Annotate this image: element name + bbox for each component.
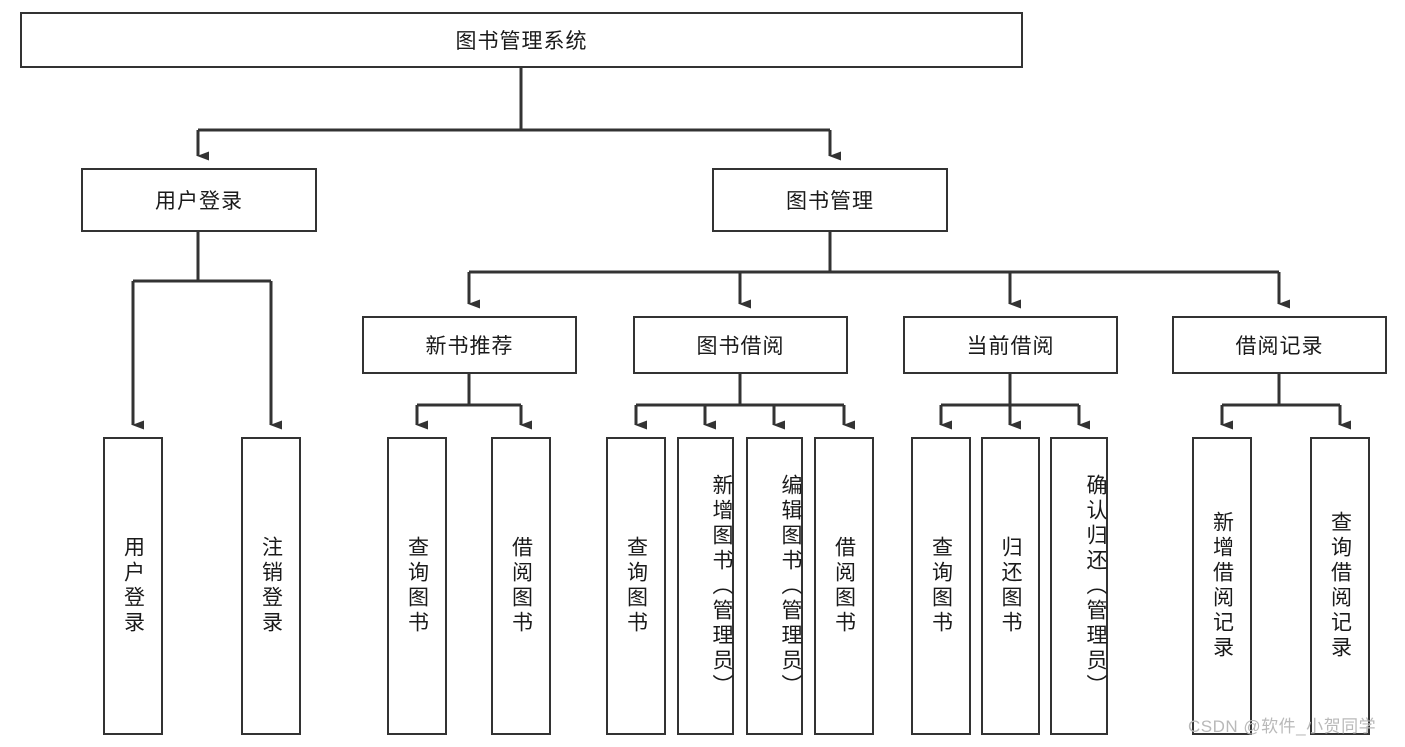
- node-book-borrow[interactable]: 图书借阅: [633, 316, 848, 374]
- leaf-record-add-record[interactable]: 新增借阅记录: [1192, 437, 1252, 735]
- leaf-new-book-query[interactable]: 查询图书: [387, 437, 447, 735]
- csdn-watermark: CSDN @软件_小贺同学: [1188, 717, 1377, 736]
- leaf-borrow-edit-book-admin[interactable]: 编辑图书（管理员）: [746, 437, 803, 735]
- leaf-borrow-borrow-book[interactable]: 借阅图书: [814, 437, 874, 735]
- leaf-current-query-book[interactable]: 查询图书: [911, 437, 971, 735]
- leaf-record-query-record[interactable]: 查询借阅记录: [1310, 437, 1370, 735]
- node-new-book-recommend[interactable]: 新书推荐: [362, 316, 577, 374]
- leaf-borrow-query-book[interactable]: 查询图书: [606, 437, 666, 735]
- leaf-current-return-book[interactable]: 归还图书: [981, 437, 1040, 735]
- leaf-current-confirm-return-admin[interactable]: 确认归还（管理员）: [1050, 437, 1108, 735]
- leaf-new-book-borrow[interactable]: 借阅图书: [491, 437, 551, 735]
- node-borrow-record[interactable]: 借阅记录: [1172, 316, 1387, 374]
- leaf-user-login-signin[interactable]: 用户登录: [103, 437, 163, 735]
- node-book-management[interactable]: 图书管理: [712, 168, 948, 232]
- node-current-borrow[interactable]: 当前借阅: [903, 316, 1118, 374]
- node-root-system[interactable]: 图书管理系统: [20, 12, 1023, 68]
- leaf-user-login-signout[interactable]: 注销登录: [241, 437, 301, 735]
- node-user-login[interactable]: 用户登录: [81, 168, 317, 232]
- leaf-borrow-add-book-admin[interactable]: 新增图书（管理员）: [677, 437, 734, 735]
